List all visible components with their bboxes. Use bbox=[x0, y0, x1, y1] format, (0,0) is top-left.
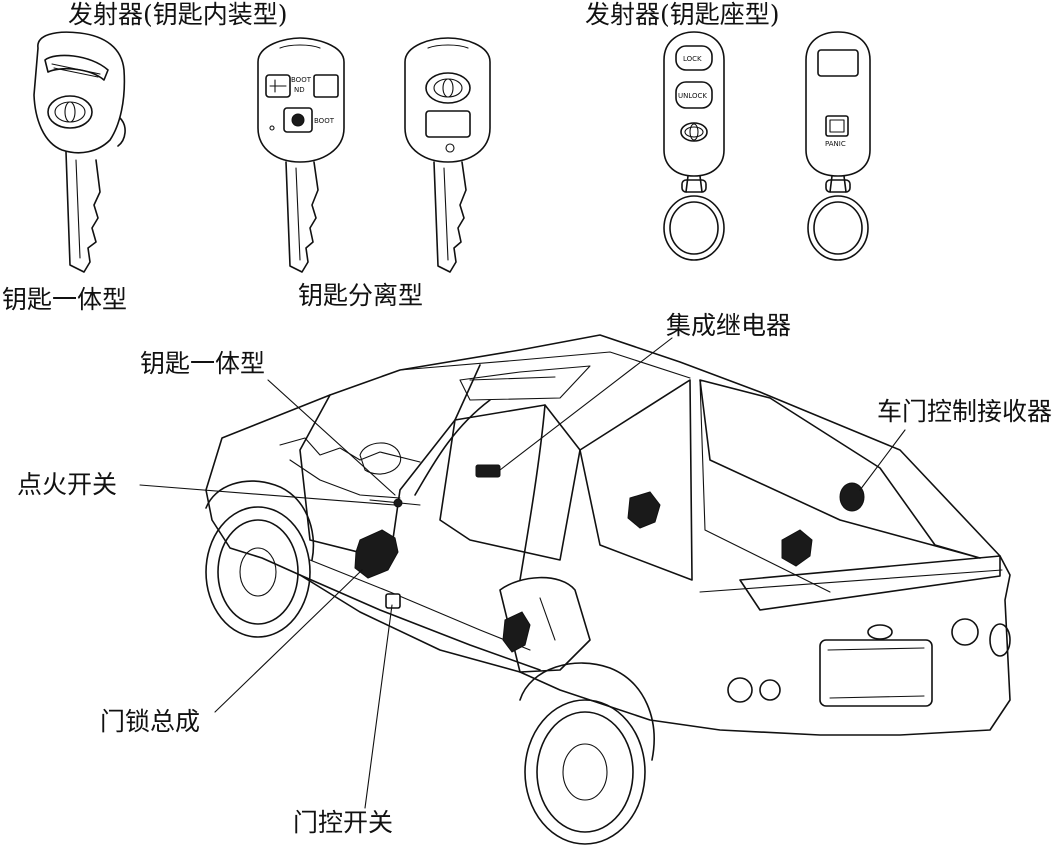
key-fob-buttons-illustration: LOCK UNLOCK bbox=[663, 31, 725, 261]
leader-door-lock bbox=[214, 569, 363, 713]
svg-text:LOCK: LOCK bbox=[683, 55, 702, 63]
leader-receiver bbox=[859, 429, 906, 491]
callout-integrated-relay: 集成继电器 bbox=[666, 311, 792, 340]
svg-text:ND: ND bbox=[294, 86, 305, 94]
leader-relay bbox=[499, 337, 673, 471]
key-fob-panic-illustration: PANIC bbox=[805, 31, 871, 261]
title-key-builtin-transmitter: 发射器(钥匙内装型) bbox=[68, 0, 288, 29]
key-separate-front-illustration: BOOT ND BOOT bbox=[257, 37, 345, 273]
svg-text:PANIC: PANIC bbox=[825, 140, 846, 148]
label-key-separate-type: 钥匙分离型 bbox=[298, 281, 424, 310]
key-integrated-illustration bbox=[33, 31, 126, 273]
car-illustration bbox=[205, 334, 1011, 845]
callout-door-control-receiver: 车门控制接收器 bbox=[877, 397, 1053, 426]
svg-text:BOOT: BOOT bbox=[291, 76, 312, 84]
leader-door-switch bbox=[364, 604, 393, 809]
svg-text:BOOT: BOOT bbox=[314, 117, 335, 125]
svg-text:UNLOCK: UNLOCK bbox=[678, 92, 707, 100]
callout-key-integrated: 钥匙一体型 bbox=[140, 349, 266, 378]
leader-key-integrated bbox=[267, 379, 396, 496]
title-key-holder-transmitter: 发射器(钥匙座型) bbox=[585, 0, 780, 29]
callout-ignition-switch: 点火开关 bbox=[17, 470, 118, 499]
callout-door-courtesy-switch: 门控开关 bbox=[293, 808, 394, 837]
leader-ignition bbox=[139, 484, 396, 506]
label-key-integrated-type: 钥匙一体型 bbox=[2, 285, 128, 314]
key-separate-back-illustration bbox=[404, 37, 491, 273]
callout-door-lock-assembly: 门锁总成 bbox=[100, 707, 201, 736]
callout-leader-lines bbox=[139, 337, 906, 809]
